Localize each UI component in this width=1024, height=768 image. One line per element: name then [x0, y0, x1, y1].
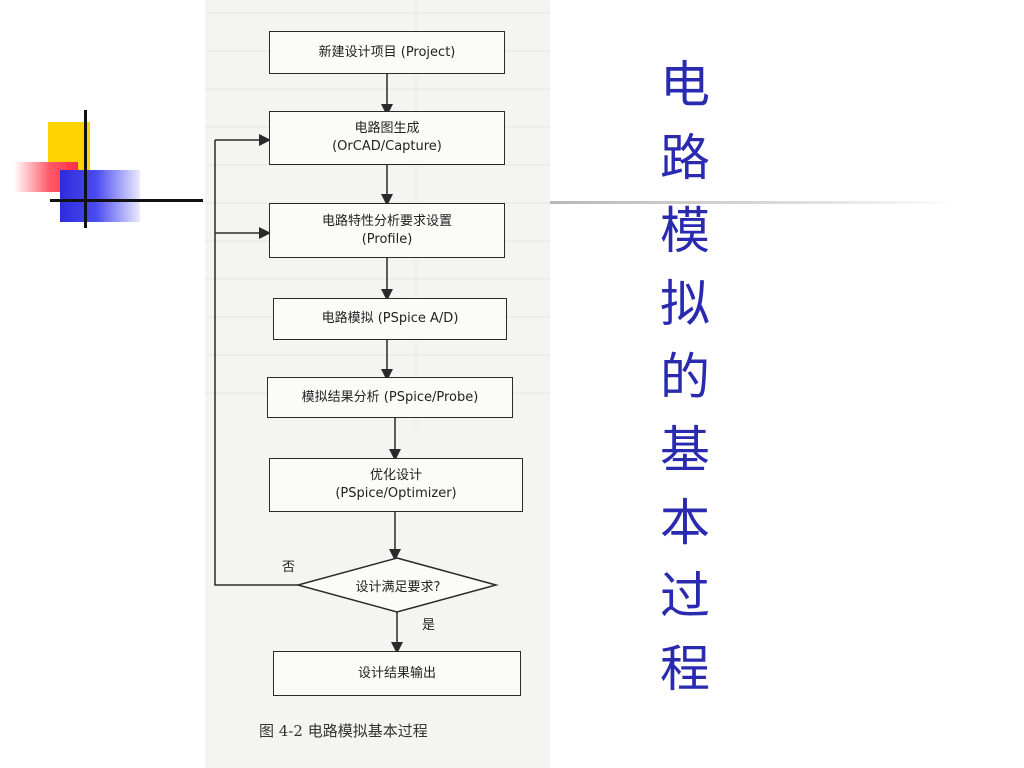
slide-title: 电 路 模 拟 的 基 本 过 程 [645, 60, 725, 717]
slide-title-char: 电 [660, 56, 710, 114]
logo-vertical-line [84, 110, 87, 228]
slide-title-char: 的 [660, 348, 710, 406]
step-simulation: 电路模拟 (PSpice A/D) [273, 298, 507, 340]
logo-horizontal-line [50, 199, 203, 202]
step-output: 设计结果输出 [273, 651, 521, 696]
yes-branch-label: 是 [422, 618, 436, 633]
step-new-project: 新建设计项目 (Project) [269, 31, 505, 74]
slide-title-char: 过 [660, 567, 710, 625]
slide-title-char: 拟 [660, 275, 710, 333]
slide-title-char: 基 [660, 421, 710, 479]
step-optimizer-label: 优化设计 [369, 468, 422, 484]
step-profile-label: 电路特性分析要求设置 [321, 213, 452, 229]
logo-blue-bar [60, 170, 140, 222]
step-optimizer-tool: (PSpice/Optimizer) [335, 486, 457, 501]
no-branch-label: 否 [282, 560, 296, 575]
step-simulation-label: 电路模拟 (PSpice A/D) [321, 311, 459, 327]
step-output-label: 设计结果输出 [357, 665, 436, 681]
step-optimizer: 优化设计 (PSpice/Optimizer) [269, 458, 523, 512]
figure-caption: 图 4-2 电路模拟基本过程 [259, 722, 428, 740]
decision-label: 设计满足要求? [355, 580, 441, 595]
step-profile-tool: (Profile) [361, 231, 413, 247]
step-schematic-label: 电路图生成 [354, 121, 420, 137]
step-schematic-tool: (OrCAD/Capture) [332, 139, 442, 154]
step-result-analysis: 模拟结果分析 (PSpice/Probe) [267, 377, 513, 418]
slide-title-char: 本 [660, 494, 710, 552]
step-schematic: 电路图生成 (OrCAD/Capture) [269, 111, 505, 165]
title-divider-line [550, 201, 960, 204]
step-profile: 电路特性分析要求设置 (Profile) [269, 203, 505, 258]
step-new-project-label: 新建设计项目 (Project) [318, 44, 456, 60]
slide-title-char: 模 [660, 202, 710, 260]
step-result-analysis-label: 模拟结果分析 (PSpice/Probe) [301, 389, 479, 405]
slide-title-char: 程 [660, 640, 710, 698]
slide-title-char: 路 [660, 129, 710, 187]
